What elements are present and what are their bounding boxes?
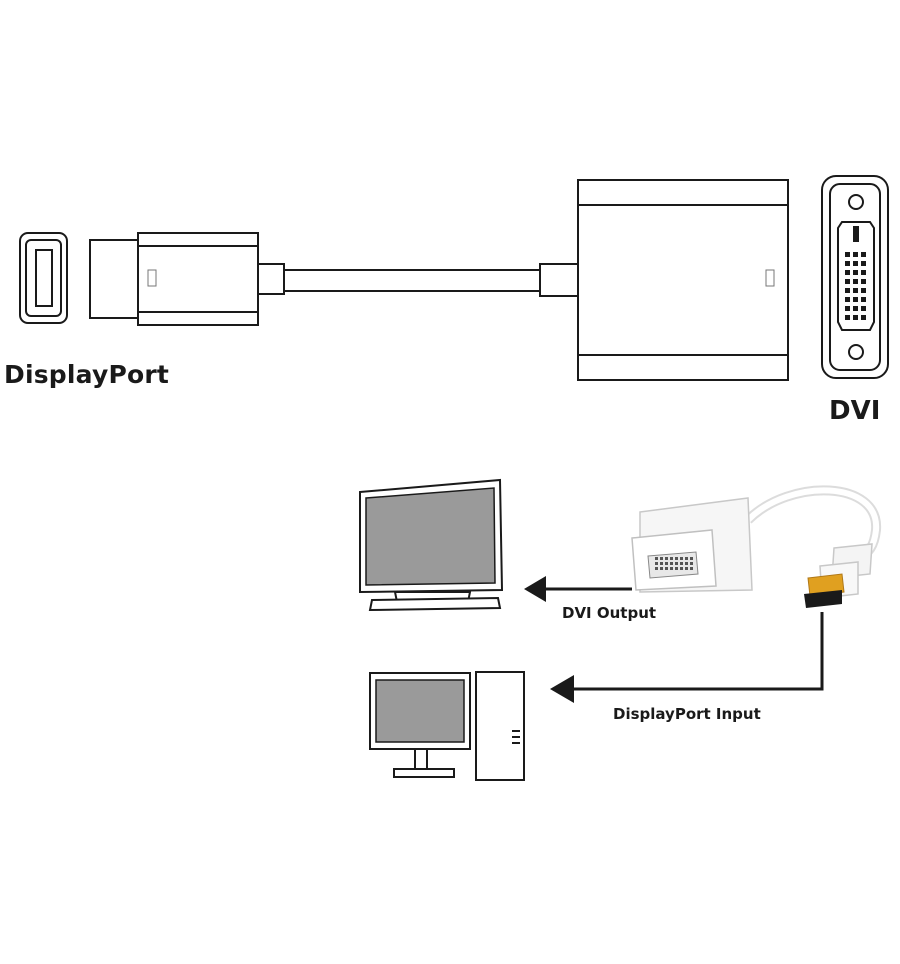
dvi-pin bbox=[853, 261, 858, 266]
adapter-pin bbox=[670, 562, 673, 565]
dvi-pin bbox=[853, 288, 858, 293]
dvi-pin bbox=[845, 261, 850, 266]
adapter-pin bbox=[665, 562, 668, 565]
adapter-pin bbox=[690, 562, 693, 565]
displayport-label: DisplayPort bbox=[4, 360, 170, 389]
adapter-pin bbox=[655, 562, 658, 565]
dvi-pin bbox=[845, 315, 850, 320]
dvi-pin bbox=[845, 288, 850, 293]
adapter-pin bbox=[675, 557, 678, 560]
adapter-pin bbox=[685, 557, 688, 560]
dvi-pins bbox=[845, 252, 866, 320]
dvi-output-arrow bbox=[524, 576, 632, 602]
dvi-port-icon bbox=[821, 175, 889, 379]
adapter-pin bbox=[685, 567, 688, 570]
adapter-pin bbox=[670, 567, 673, 570]
cable-drawing bbox=[284, 263, 579, 297]
dvi-pin bbox=[861, 252, 866, 257]
adapter-pin bbox=[685, 562, 688, 565]
dvi-pin bbox=[853, 297, 858, 302]
adapter-pin bbox=[690, 557, 693, 560]
dvi-pin bbox=[845, 270, 850, 275]
adapter-pin bbox=[655, 567, 658, 570]
adapter-pin bbox=[665, 557, 668, 560]
displayport-input-label: DisplayPort Input bbox=[613, 705, 761, 723]
monitor-icon bbox=[359, 478, 504, 612]
adapter-pin bbox=[660, 557, 663, 560]
dvi-pin bbox=[845, 252, 850, 257]
adapter-product-image bbox=[631, 485, 882, 608]
adapter-pin bbox=[690, 567, 693, 570]
displayport-plug-drawing bbox=[89, 232, 285, 326]
adapter-pin bbox=[675, 562, 678, 565]
adapter-pin bbox=[655, 557, 658, 560]
dvi-pin bbox=[861, 297, 866, 302]
dvi-pin bbox=[861, 270, 866, 275]
displayport-input-arrow bbox=[550, 612, 824, 703]
dvi-pin bbox=[845, 279, 850, 284]
dvi-pin bbox=[861, 306, 866, 311]
dvi-output-label: DVI Output bbox=[562, 604, 657, 622]
dvi-pin bbox=[861, 288, 866, 293]
dvi-pin bbox=[853, 279, 858, 284]
displayport-port-icon bbox=[19, 232, 68, 324]
adapter-pin bbox=[680, 562, 683, 565]
dvi-housing-drawing bbox=[577, 179, 789, 381]
adapter-pin bbox=[665, 567, 668, 570]
dvi-pin bbox=[853, 315, 858, 320]
dvi-pin bbox=[861, 261, 866, 266]
dvi-pin bbox=[853, 252, 858, 257]
adapter-pin bbox=[660, 567, 663, 570]
adapter-pin bbox=[675, 567, 678, 570]
adapter-pin bbox=[680, 557, 683, 560]
dvi-pin bbox=[853, 306, 858, 311]
dvi-label: DVI bbox=[829, 396, 881, 426]
dvi-pin bbox=[861, 279, 866, 284]
adapter-pin bbox=[680, 567, 683, 570]
desktop-computer-icon bbox=[369, 671, 525, 781]
dvi-pin bbox=[845, 306, 850, 311]
adapter-pin bbox=[660, 562, 663, 565]
dvi-pin bbox=[861, 315, 866, 320]
adapter-pin bbox=[670, 557, 673, 560]
dvi-pin bbox=[853, 270, 858, 275]
dvi-pin bbox=[845, 297, 850, 302]
